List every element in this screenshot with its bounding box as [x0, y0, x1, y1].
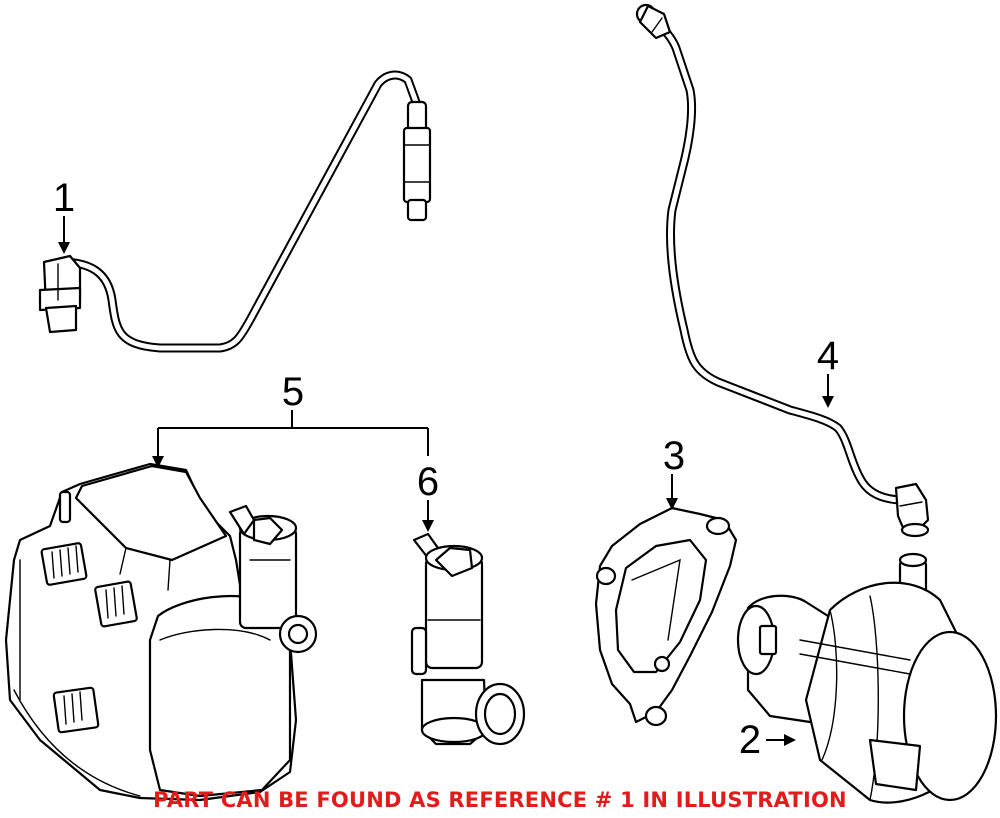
vent-slots	[40, 542, 138, 734]
connector-plug	[402, 100, 432, 222]
callout-2: 2	[738, 718, 762, 762]
sensor-body	[38, 254, 82, 334]
bottom-elbow-connector	[894, 482, 930, 538]
integrated-valve	[228, 504, 318, 654]
part-3-gasket	[594, 506, 738, 727]
leader-lines	[58, 216, 834, 746]
part-5-canister-assembly	[4, 462, 318, 802]
top-elbow-fitting	[635, 3, 672, 40]
part-2-air-pump	[736, 552, 998, 804]
part-1-oxygen-sensor	[38, 70, 432, 353]
reference-notice: PART CAN BE FOUND AS REFERENCE # 1 IN IL…	[153, 788, 847, 812]
callout-1: 1	[52, 176, 76, 220]
part-4-hose	[635, 3, 930, 538]
callout-4: 4	[816, 334, 840, 378]
callout-3: 3	[662, 434, 686, 478]
part-6-valve	[410, 532, 526, 746]
callout-6: 6	[416, 460, 440, 504]
callout-5: 5	[281, 370, 305, 414]
